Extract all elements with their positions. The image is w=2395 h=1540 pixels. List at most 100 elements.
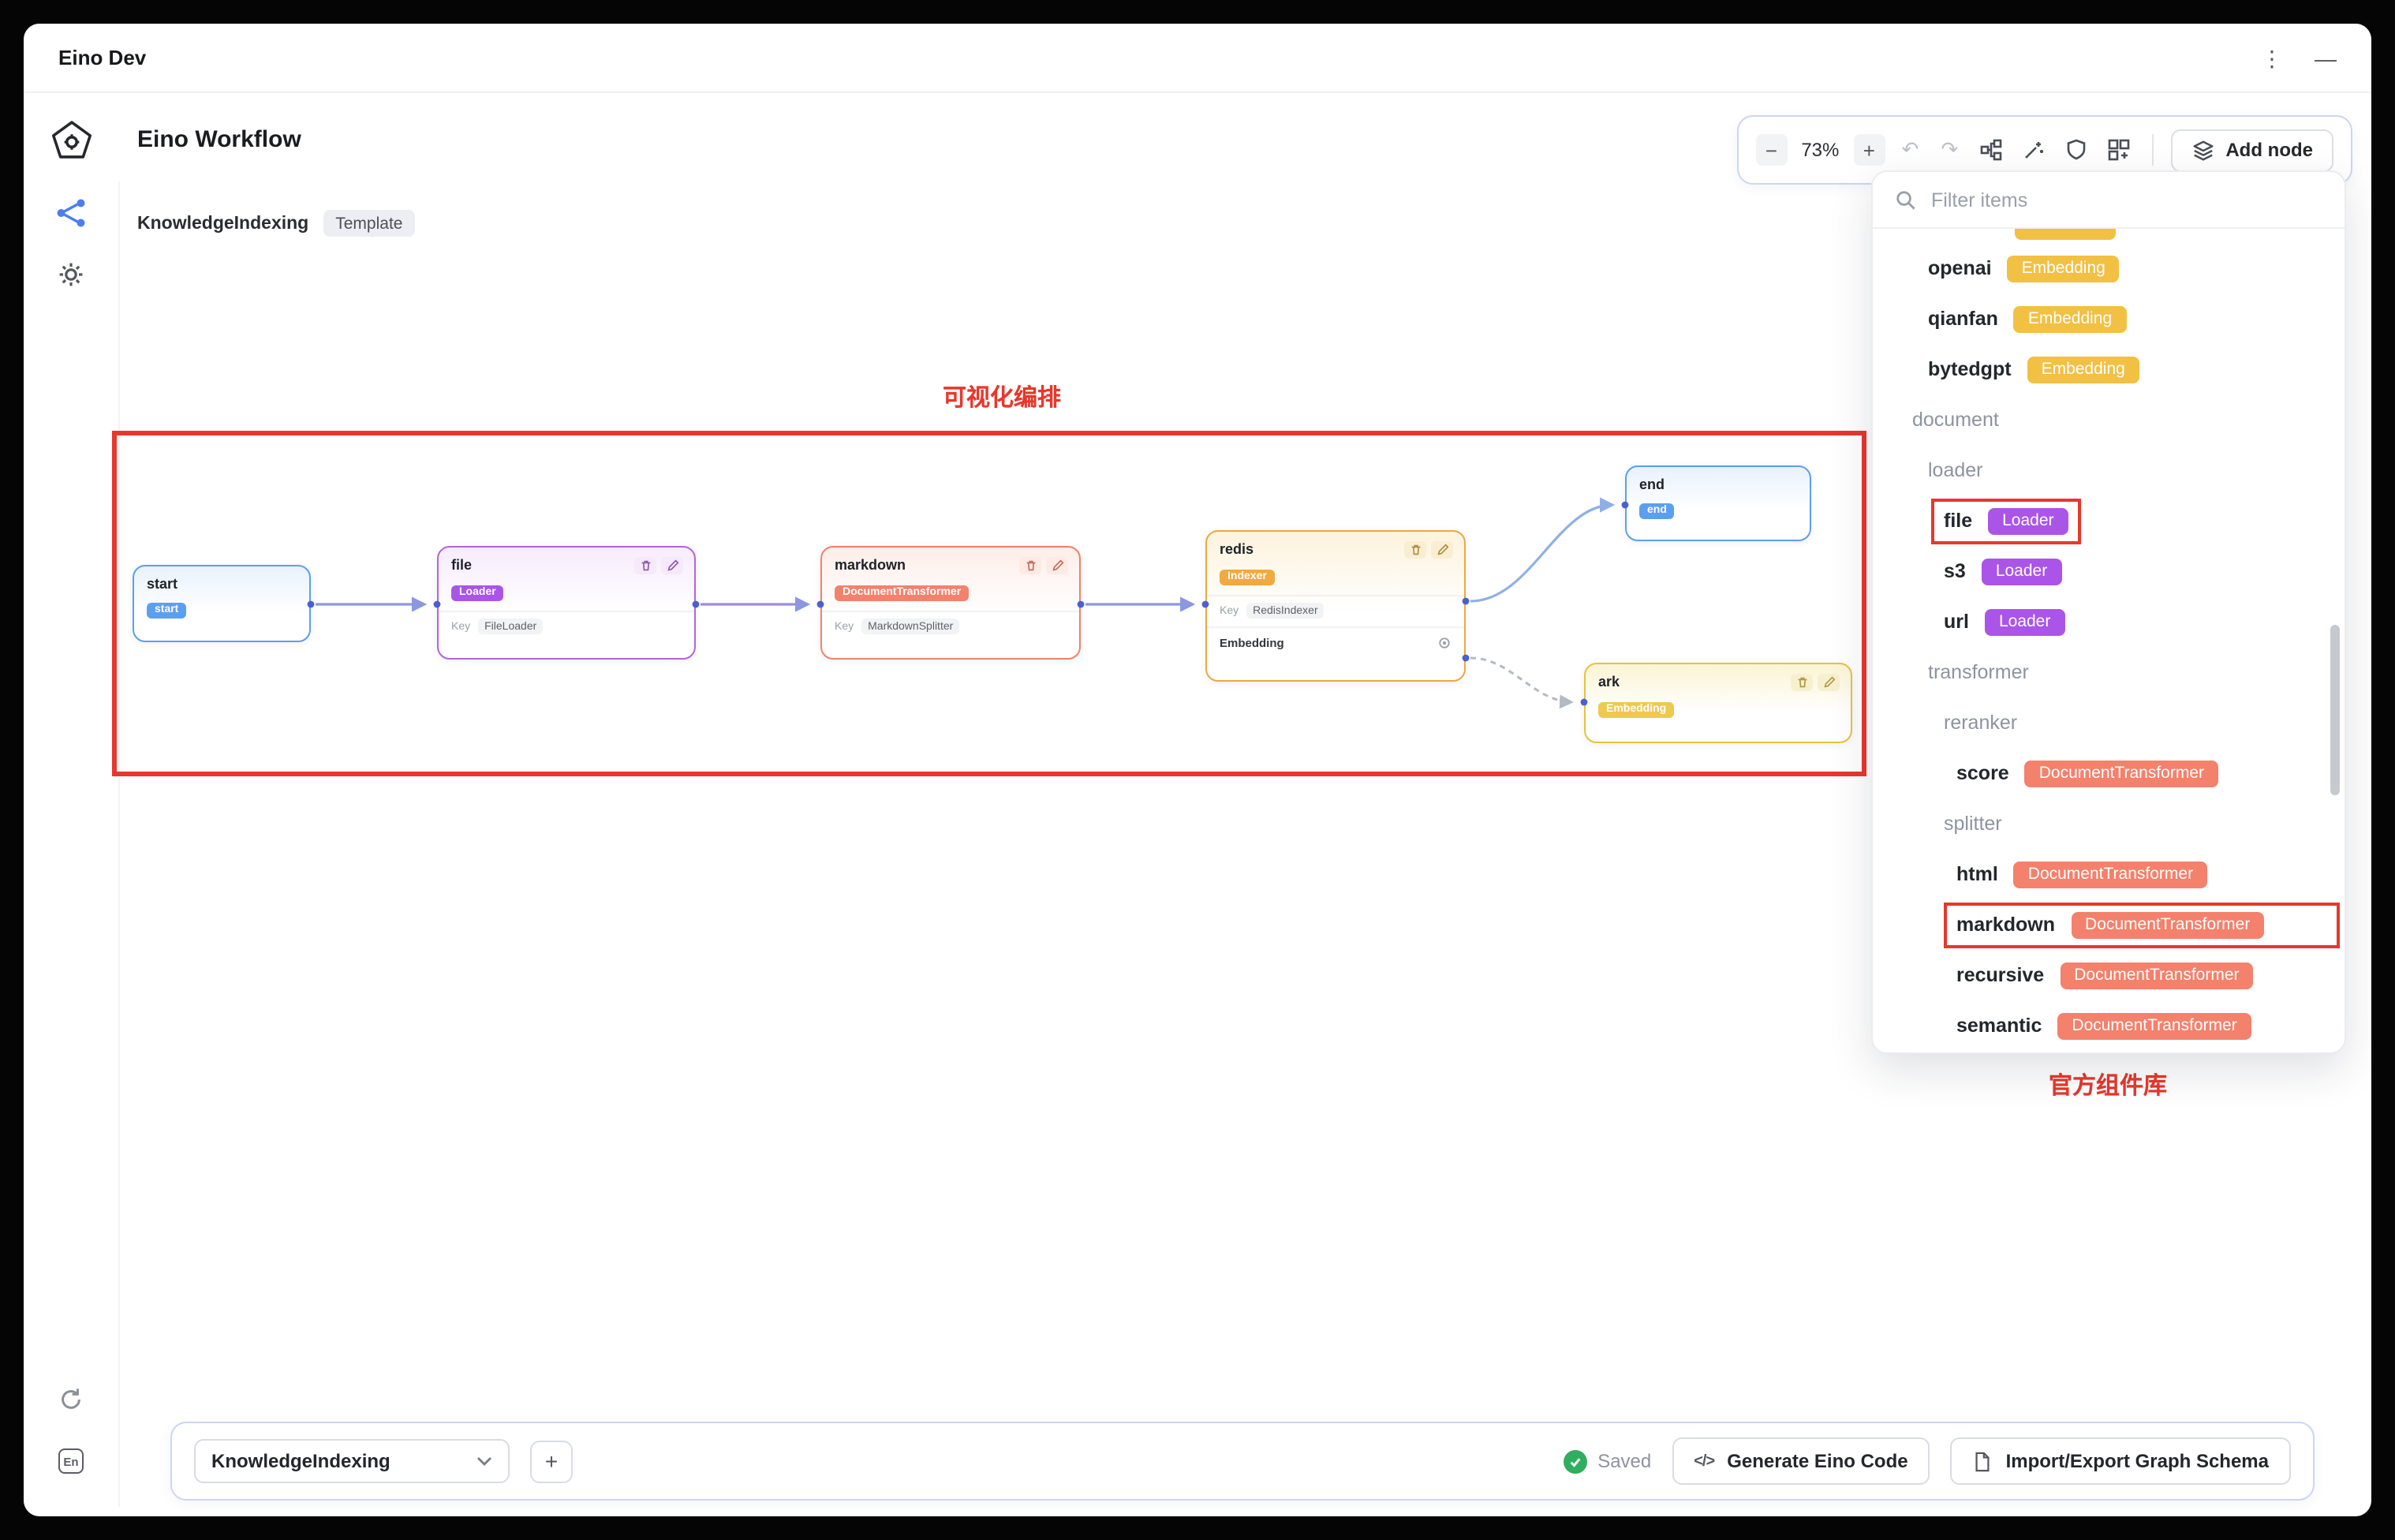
group-label: loader [1928,459,1983,481]
embedding-field-label: Embedding [1220,636,1284,650]
filter-input[interactable] [1931,189,2278,211]
socket-icon[interactable] [1437,636,1452,650]
undo-icon: ↶ [1901,137,1919,161]
key-label: Key [451,621,471,632]
more-menu-button[interactable]: ⋮ [2261,47,2283,69]
delete-node-button[interactable] [1019,557,1041,574]
item-label: recursive [1956,964,2045,986]
node-title: markdown [835,557,906,573]
app-window: Eino Dev ⋮ — [24,24,2371,1516]
auto-layout-button[interactable] [1975,134,2006,166]
component-icon [2108,139,2129,161]
node-title: redis [1220,541,1254,557]
node-start[interactable]: start start [133,565,311,642]
component-button[interactable] [2102,134,2134,166]
refresh-icon[interactable] [58,1387,84,1412]
clipped-badge [2015,229,2116,240]
zoom-out-button[interactable]: − [1755,134,1788,166]
group-label: transformer [1928,661,2029,683]
node-redis[interactable]: redis Indexer Key RedisIndexer Embedding [1205,530,1466,682]
panel-item-recursive[interactable]: recursive DocumentTransformer [1873,950,2345,1000]
node-title: ark [1598,674,1620,690]
trash-icon [641,560,650,571]
redo-button[interactable]: ↷ [1935,134,1963,166]
undo-button[interactable]: ↶ [1896,134,1924,166]
generate-code-label: Generate Eino Code [1727,1450,1908,1472]
panel-group-document[interactable]: document [1873,394,2345,445]
debug-settings-icon[interactable] [57,260,85,289]
key-value: RedisIndexer [1246,603,1325,619]
item-badge: Loader [1981,558,2062,585]
annotation-official-components: 官方组件库 [2048,1073,2167,1100]
workflow-select[interactable]: KnowledgeIndexing [194,1439,510,1483]
chevron-down-icon [477,1456,491,1465]
workflow-nav-icon[interactable] [55,197,87,229]
edit-node-button[interactable] [1818,674,1840,691]
item-label: markdown [1956,914,2056,936]
panel-group-loader[interactable]: loader [1873,445,2345,495]
delete-node-button[interactable] [1791,674,1813,691]
item-label: semantic [1956,1015,2042,1037]
item-label: openai [1928,257,1992,279]
item-label: file [1944,510,1973,532]
edit-node-button[interactable] [1431,541,1453,559]
toolbar-divider [2151,134,2154,166]
breadcrumb: KnowledgeIndexing Template [137,210,416,237]
edit-node-button[interactable] [1046,557,1068,574]
panel-item-file[interactable]: file Loader [1873,495,2345,546]
item-badge: DocumentTransformer [2060,962,2254,989]
minimize-button[interactable]: — [2315,47,2337,69]
sidebar-divider [118,181,120,1507]
generate-code-button[interactable]: </> Generate Eino Code [1672,1437,1930,1485]
node-ark[interactable]: ark Embedding [1584,663,1852,743]
node-file[interactable]: file Loader Key FileLoader [437,546,696,660]
document-icon [1976,1451,1990,1471]
edit-node-button[interactable] [661,557,683,574]
workflow-name[interactable]: KnowledgeIndexing [137,214,309,233]
trash-icon [1026,560,1035,571]
node-end[interactable]: end end [1625,465,1811,541]
node-type-badge: Indexer [1220,569,1275,585]
add-workflow-button[interactable]: + [530,1440,573,1482]
item-label: qianfan [1928,308,1998,330]
item-badge: Loader [1988,507,2068,534]
zoom-in-button[interactable]: + [1853,134,1885,166]
node-type-badge: DocumentTransformer [835,585,970,600]
template-badge: Template [323,210,416,237]
language-toggle[interactable]: En [58,1448,84,1474]
node-title: start [147,576,178,592]
group-label: reranker [1944,712,2018,734]
delete-node-button[interactable] [634,557,656,574]
panel-scrollbar[interactable] [2330,625,2340,795]
import-export-label: Import/Export Graph Schema [2005,1450,2269,1472]
node-markdown[interactable]: markdown DocumentTransformer Key Markdow… [820,546,1081,660]
pencil-icon [1052,559,1063,571]
magic-wand-button[interactable] [2017,134,2049,166]
key-value: MarkdownSplitter [861,619,960,634]
add-node-button[interactable]: Add node [2170,129,2333,171]
panel-group-transformer[interactable]: transformer [1873,647,2345,697]
panel-group-splitter[interactable]: splitter [1873,798,2345,849]
import-export-button[interactable]: Import/Export Graph Schema [1950,1437,2291,1485]
annotation-visual-orchestration: 可视化编排 [942,385,1061,412]
annotation-frame [112,431,1866,776]
delete-node-button[interactable] [1404,541,1426,559]
item-label: html [1956,863,1998,885]
item-label: bytedgpt [1928,358,2012,380]
trash-icon [1797,677,1807,688]
shield-button[interactable] [2060,134,2091,166]
panel-group-reranker[interactable]: reranker [1873,697,2345,748]
language-label: En [63,1454,79,1468]
plus-icon: + [544,1448,559,1474]
